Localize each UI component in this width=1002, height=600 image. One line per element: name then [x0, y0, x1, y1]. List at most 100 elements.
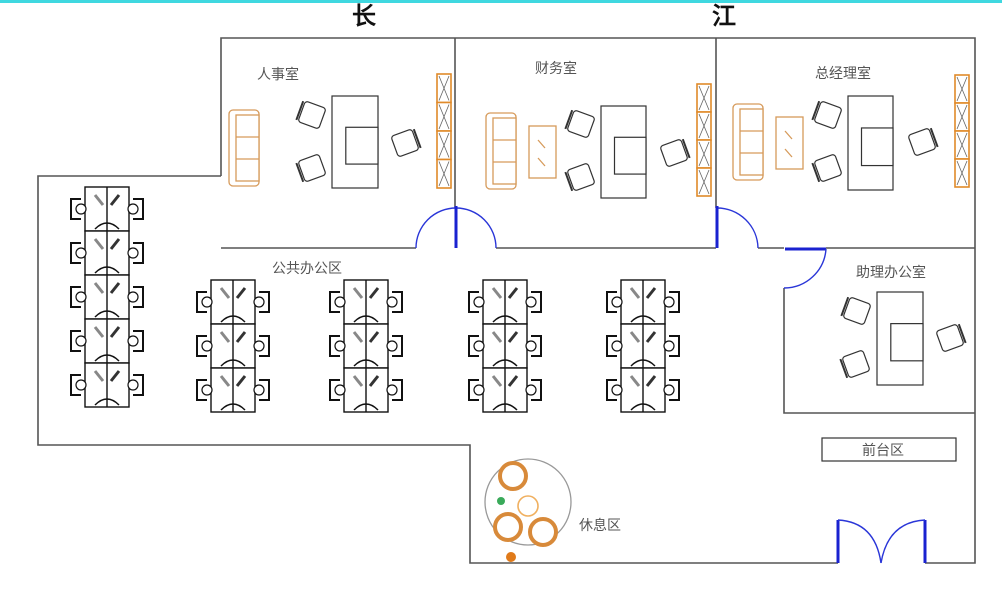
chair-arm — [412, 128, 422, 149]
office-chair — [669, 379, 680, 401]
coffee-table — [775, 116, 804, 170]
workstation — [70, 362, 144, 408]
chair-seat — [567, 163, 595, 191]
workstation — [606, 279, 680, 325]
plant-icon — [219, 287, 231, 299]
chair-seat — [127, 203, 139, 215]
armchair — [811, 100, 842, 129]
armchair — [660, 138, 691, 167]
chair-seat — [663, 384, 675, 396]
chair-seat — [936, 324, 964, 352]
coffee-table — [528, 125, 557, 179]
plant-icon — [352, 287, 364, 299]
chair-seat — [253, 296, 265, 308]
plant-icon — [235, 331, 247, 343]
armchair — [811, 154, 842, 183]
reception-desk — [821, 437, 957, 462]
plant-icon — [629, 331, 641, 343]
door-arc — [415, 207, 457, 249]
office-chair — [606, 379, 617, 401]
desk-return — [345, 126, 379, 165]
chair-seat — [663, 296, 675, 308]
chair-seat — [567, 110, 595, 138]
office-chair — [468, 291, 479, 313]
chair-seat — [334, 296, 346, 308]
room-label-assistant: 助理办公室 — [856, 264, 926, 281]
door-arc — [880, 519, 926, 564]
sofa-seat — [739, 108, 764, 176]
glass-mark — [537, 157, 546, 167]
office-chair — [259, 291, 270, 313]
plant-icon — [368, 287, 380, 299]
keyboard — [630, 359, 656, 367]
keyboard — [353, 403, 379, 411]
chair-arm — [564, 109, 574, 130]
armchair — [564, 109, 595, 138]
office-chair — [70, 242, 81, 264]
chair-seat — [127, 291, 139, 303]
workstation — [196, 323, 270, 369]
chair-seat — [127, 379, 139, 391]
chair-arm — [839, 358, 849, 379]
bookshelf — [436, 73, 452, 189]
plant-icon — [368, 331, 380, 343]
desk-return — [890, 323, 924, 362]
chair-seat — [814, 154, 842, 182]
plant-icon — [93, 238, 105, 250]
chair-seat — [611, 384, 623, 396]
plant-icon — [93, 370, 105, 382]
workstation — [468, 279, 542, 325]
keyboard — [94, 354, 120, 362]
pet-icon — [506, 552, 516, 562]
keyboard — [353, 359, 379, 367]
chair-arm — [811, 100, 821, 121]
workstation — [70, 186, 144, 232]
bookshelf — [954, 74, 970, 188]
sofa — [228, 109, 260, 187]
chair-arm — [840, 296, 850, 317]
keyboard — [94, 398, 120, 406]
room-label-finance: 财务室 — [535, 60, 577, 77]
shelf-x — [956, 160, 968, 186]
shelf-x — [956, 76, 968, 102]
keyboard — [492, 315, 518, 323]
plant-icon — [497, 497, 505, 505]
shelf-x — [956, 132, 968, 158]
armchair — [391, 128, 422, 157]
plant-icon — [235, 375, 247, 387]
round-table — [484, 458, 572, 546]
plant-icon — [352, 375, 364, 387]
office-chair — [392, 291, 403, 313]
chair-seat — [525, 384, 537, 396]
office-chair — [531, 379, 542, 401]
chair-seat — [386, 296, 398, 308]
sofa-seat — [492, 117, 517, 185]
keyboard — [630, 403, 656, 411]
plant-icon — [93, 282, 105, 294]
chair-seat — [201, 340, 213, 352]
title-char-jiang: 江 — [712, 2, 736, 30]
office-chair — [133, 198, 144, 220]
plant-icon — [645, 375, 657, 387]
desk-return — [860, 127, 894, 167]
armchair — [908, 127, 939, 156]
office-chair — [259, 335, 270, 357]
desk-return — [613, 136, 647, 175]
workstation — [468, 323, 542, 369]
chair-seat — [525, 340, 537, 352]
plant-icon — [109, 326, 121, 338]
shelf-x — [698, 113, 710, 139]
sofa — [485, 112, 517, 190]
plant-icon — [109, 370, 121, 382]
walls — [37, 37, 976, 564]
chair-arm — [295, 162, 305, 183]
workstation — [70, 274, 144, 320]
armchair — [295, 100, 326, 129]
plant-icon — [219, 375, 231, 387]
chair-seat — [473, 340, 485, 352]
chair-seat — [843, 297, 871, 325]
chair-seat — [334, 384, 346, 396]
shelf-x — [438, 75, 450, 101]
wall-seg — [783, 288, 975, 414]
